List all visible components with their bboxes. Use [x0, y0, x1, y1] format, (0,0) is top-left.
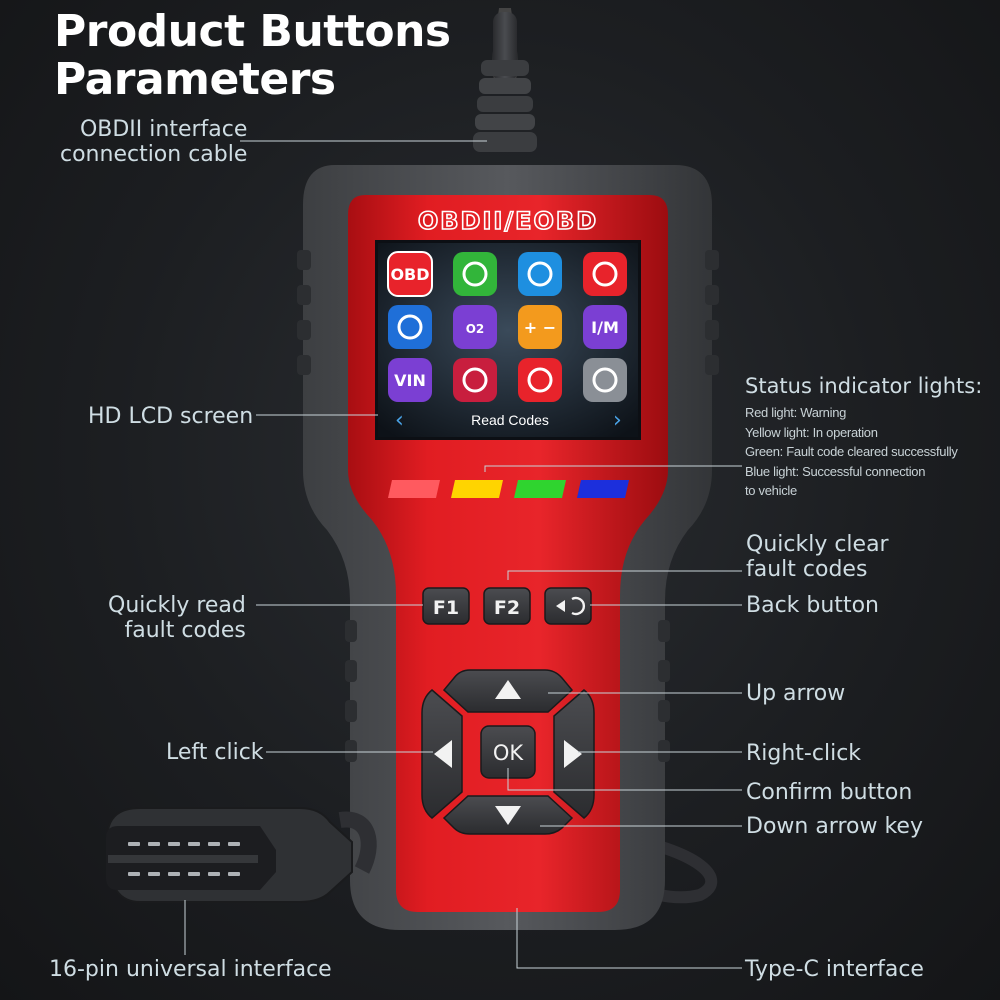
back-arrow-icon [556, 596, 585, 616]
status-item-red: Red light: Warning [745, 405, 847, 420]
vin-icon[interactable]: VIN [388, 358, 432, 402]
back-button[interactable] [544, 587, 592, 625]
obd-16-pin-connector [106, 807, 377, 903]
right-click-label: Right-click [746, 741, 862, 766]
up-arrow-button[interactable] [442, 669, 574, 713]
left-arrow-button[interactable] [421, 689, 463, 819]
status-item-blue: Blue light: Successful connection [745, 463, 926, 479]
vin-icon-text: VIN [394, 371, 426, 390]
screen-caption: Read Codes [471, 412, 549, 428]
clear-codes-line-2: fault codes [746, 557, 868, 582]
right-triangle-icon [564, 740, 582, 768]
confirm-button-label: Confirm button [746, 780, 913, 805]
obd-engine-icon-text: OBD [390, 265, 429, 284]
screen-icon-grid: OBD O2 + − I/M VIN [387, 251, 627, 402]
status-lights-legend: Red light: Warning Yellow light: In oper… [745, 403, 958, 501]
f2-button[interactable]: F2 [483, 587, 531, 625]
screen-prev-chevron-icon[interactable]: ‹ [395, 408, 404, 433]
left-click-label: Left click [166, 740, 264, 765]
read-codes-label: Quickly read fault codes [108, 593, 246, 643]
brand-logo: OBDII/EOBD [418, 207, 598, 235]
page-title: Product Buttons Parameters [54, 8, 451, 104]
im-readiness-icon-text: I/M [591, 318, 619, 337]
status-lights [388, 480, 629, 498]
racing-flags-icon[interactable] [518, 358, 562, 402]
title-line-1: Product Buttons [54, 6, 451, 57]
left-triangle-icon [434, 740, 452, 768]
read-codes-line-2: fault codes [124, 618, 246, 643]
red-light-indicator [388, 480, 440, 498]
cable-label-line-2: connection cable [60, 142, 248, 167]
battery-icon-text: + − [524, 318, 556, 337]
o2-sensor-icon[interactable]: O2 [453, 305, 497, 349]
freeze-frame-icon[interactable] [583, 252, 627, 296]
blue-light-indicator [577, 480, 629, 498]
status-item-yellow: Yellow light: In operation [745, 424, 878, 440]
leader-lines [184, 140, 742, 969]
ok-label: OK [493, 741, 525, 765]
clear-codes-label: Quickly clear fault codes [746, 532, 889, 582]
f1-button[interactable]: F1 [422, 587, 470, 625]
f2-label: F2 [494, 597, 520, 619]
title-line-2: Parameters [54, 54, 336, 105]
battery-icon[interactable]: + − [518, 305, 562, 349]
up-arrow-label: Up arrow [746, 681, 846, 706]
pin-interface-label: 16-pin universal interface [49, 957, 332, 982]
lcd-screen-label: HD LCD screen [88, 404, 254, 429]
status-item-green: Green: Fault code cleared successfully [745, 444, 958, 460]
housing-ribs [297, 250, 719, 762]
screen-next-chevron-icon[interactable]: › [613, 408, 622, 433]
o2-sensor-icon-text: O2 [466, 322, 485, 336]
down-triangle-icon [495, 806, 521, 825]
cable-label-line-1: OBDII interface [79, 117, 248, 142]
im-readiness-icon[interactable]: I/M [583, 305, 627, 349]
obd-engine-icon[interactable]: OBD [387, 251, 433, 297]
clear-codes-line-1: Quickly clear [746, 532, 889, 557]
right-arrow-button[interactable] [553, 689, 595, 819]
ok-confirm-button[interactable]: OK [480, 725, 536, 779]
settings-gear-icon[interactable] [583, 358, 627, 402]
f1-label: F1 [433, 597, 459, 619]
back-button-label: Back button [746, 593, 879, 618]
down-arrow-button[interactable] [442, 795, 574, 835]
green-light-indicator [514, 480, 566, 498]
read-codes-line-1: Quickly read [108, 593, 246, 618]
car-search-icon[interactable] [388, 305, 432, 349]
clear-brush-icon[interactable] [453, 252, 497, 296]
cable-label: OBDII interface connection cable [60, 117, 247, 167]
yellow-light-indicator [451, 480, 503, 498]
status-lights-title: Status indicator lights: [745, 374, 983, 398]
status-item-blue-cont: to vehicle [745, 483, 797, 499]
up-triangle-icon [495, 680, 521, 699]
cable-strain-relief [473, 60, 537, 152]
live-data-icon[interactable] [518, 252, 562, 296]
type-c-label: Type-C interface [745, 957, 924, 982]
engine-check-icon[interactable] [453, 358, 497, 402]
down-arrow-label: Down arrow key [746, 814, 923, 839]
